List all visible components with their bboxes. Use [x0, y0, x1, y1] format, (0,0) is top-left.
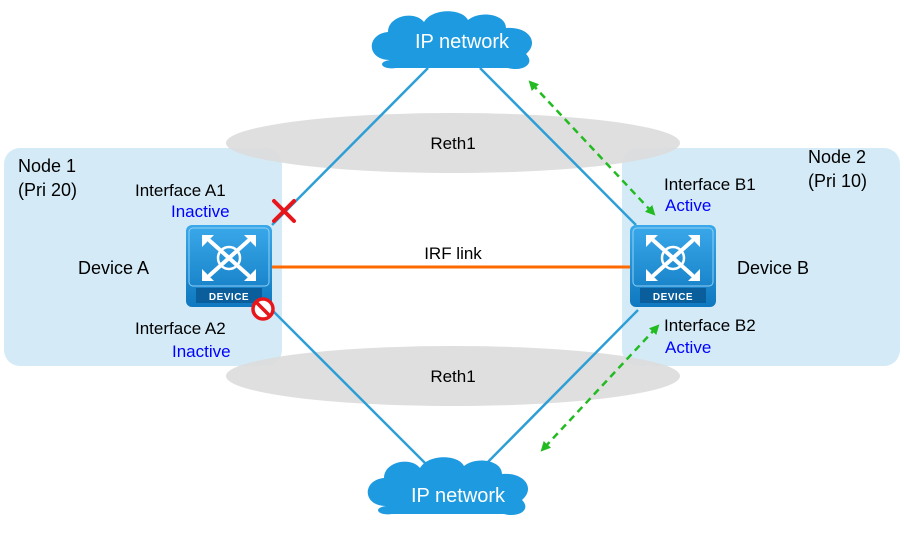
node2-priority: (Pri 10)	[808, 171, 867, 191]
link-a1-top-cloud	[271, 67, 429, 226]
switch-device-icon	[630, 225, 716, 307]
device-b-label: Device B	[737, 258, 809, 278]
node1-priority: (Pri 20)	[18, 180, 77, 200]
reth-label-bottom: Reth1	[430, 367, 475, 386]
node1-name: Node 1	[18, 156, 76, 176]
cloud-label-bottom: IP network	[411, 485, 506, 507]
device-b-badge: DEVICE	[653, 292, 693, 303]
interface-a2-status: Inactive	[172, 342, 231, 361]
interface-b2-name: Interface B2	[664, 316, 756, 335]
cloud-label-top: IP network	[415, 31, 510, 53]
node1-region	[4, 148, 282, 366]
switch-device-icon	[186, 225, 272, 307]
reth-label-top: Reth1	[430, 134, 475, 153]
interface-b2-status: Active	[665, 338, 711, 357]
irf-link-label: IRF link	[424, 244, 482, 263]
prohibited-icon	[251, 297, 275, 321]
x-mark-icon	[272, 199, 296, 223]
node2-name: Node 2	[808, 147, 866, 167]
interface-a1-name: Interface A1	[135, 181, 226, 200]
device-a-label: Device A	[78, 258, 149, 278]
link-a2-bottom-cloud	[271, 309, 431, 469]
interface-b1-status: Active	[665, 196, 711, 215]
traffic-arrow-bottom	[540, 324, 660, 452]
interface-b1-name: Interface B1	[664, 175, 756, 194]
interface-a1-status: Inactive	[171, 202, 230, 221]
traffic-arrow-top	[528, 80, 656, 216]
cloud-icon	[367, 457, 529, 516]
device-a-badge: DEVICE	[209, 292, 249, 303]
cloud-icon	[371, 11, 533, 70]
node2-region	[622, 148, 900, 366]
interface-a2-name: Interface A2	[135, 319, 226, 338]
